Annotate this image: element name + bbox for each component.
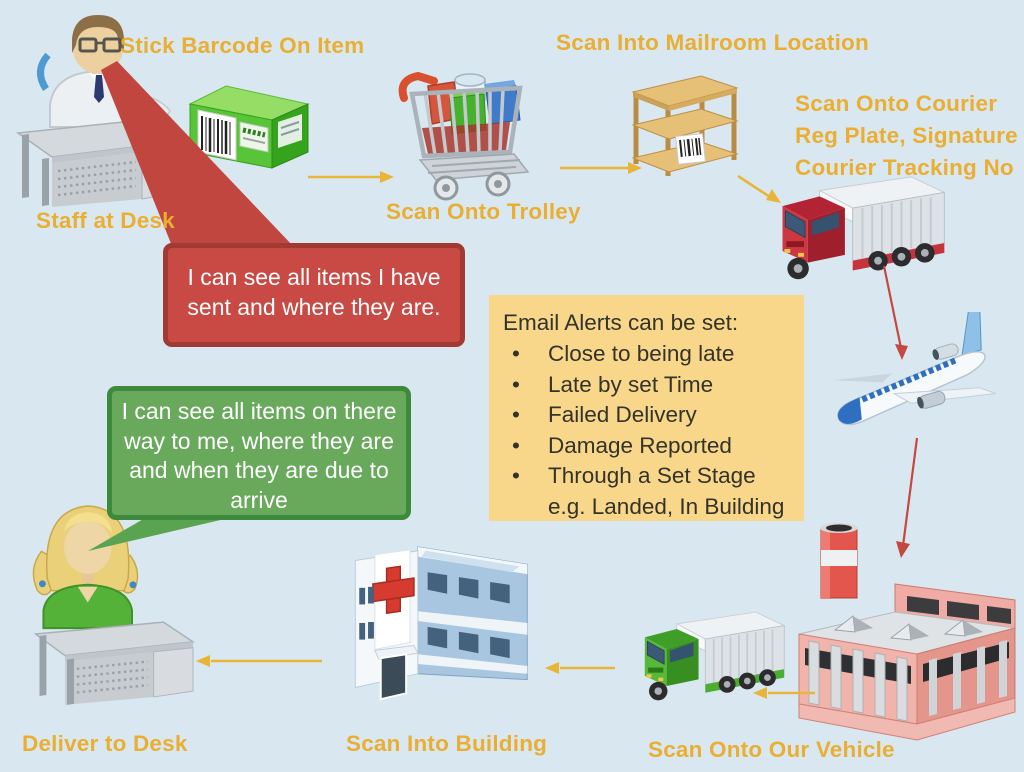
email-alert-item: • Close to being late xyxy=(503,339,790,370)
vehicle-to-building-arrow-icon xyxy=(545,662,615,674)
email-alerts-title: Email Alerts can be set: xyxy=(503,310,739,335)
label-courier-line3: Courier Tracking No xyxy=(795,155,1014,180)
bullet-spacer xyxy=(503,492,548,523)
airplane-icon xyxy=(818,312,1008,457)
bullet-icon: • xyxy=(512,371,520,397)
email-alert-item: • Late by set Time xyxy=(503,370,790,401)
building-icon xyxy=(328,525,538,721)
our-vehicle-truck-icon xyxy=(628,607,796,708)
barcode-box-icon xyxy=(184,64,314,170)
email-alert-text: Late by set Time xyxy=(548,371,714,397)
bullet-icon: • xyxy=(512,432,520,458)
bullet-icon: • xyxy=(512,341,520,366)
email-alert-text: Failed Delivery xyxy=(548,402,697,427)
label-scan-onto-trolley: Scan Onto Trolley xyxy=(386,199,581,224)
email-alert-text: Through a Set Stage xyxy=(548,463,756,488)
sender-speech-text: I can see all items I have sent and wher… xyxy=(187,264,441,320)
label-scan-onto-our-vehicle: Scan Onto Our Vehicle xyxy=(648,737,895,762)
label-scan-into-building: Scan Into Building xyxy=(346,731,548,756)
email-alert-item: • Through a Set Stage xyxy=(503,461,790,492)
email-alerts-panel: Email Alerts can be set: • Close to bein… xyxy=(489,295,804,521)
email-alert-text: Damage Reported xyxy=(548,432,732,458)
label-staff-at-desk: Staff at Desk xyxy=(36,208,175,233)
factory-icon xyxy=(783,518,1023,753)
label-deliver-to-desk: Deliver to Desk xyxy=(22,731,188,756)
sender-speech-bubble: I can see all items I have sent and wher… xyxy=(163,243,465,347)
recipient-speech-bubble: I can see all items on there way to me, … xyxy=(107,386,411,520)
label-stick-barcode: Stick Barcode On Item xyxy=(120,33,365,58)
email-alert-note: e.g. Landed, In Building xyxy=(503,492,790,523)
email-alert-note-text: e.g. Landed, In Building xyxy=(548,493,785,519)
label-scan-onto-courier: Scan Onto Courier Reg Plate, Signature C… xyxy=(795,88,1018,184)
email-alert-item: • Damage Reported xyxy=(503,431,790,462)
label-scan-into-mailroom: Scan Into Mailroom Location xyxy=(556,30,869,55)
bullet-icon: • xyxy=(512,402,520,427)
label-courier-line1: Scan Onto Courier xyxy=(795,91,998,116)
staff-to-trolley-arrow-icon xyxy=(308,171,394,183)
label-courier-line2: Reg Plate, Signature xyxy=(795,123,1018,148)
recipient-at-desk-icon xyxy=(8,496,195,708)
recipient-speech-text: I can see all items on there way to me, … xyxy=(121,398,397,513)
email-alert-text: Close to being late xyxy=(548,341,735,366)
email-alert-item: • Failed Delivery xyxy=(503,400,790,431)
mailroom-shelf-icon xyxy=(627,64,742,176)
bullet-icon: • xyxy=(512,463,520,488)
trolley-icon xyxy=(392,58,532,203)
building-to-desk-arrow-icon xyxy=(196,655,322,667)
courier-truck-icon xyxy=(763,171,958,288)
